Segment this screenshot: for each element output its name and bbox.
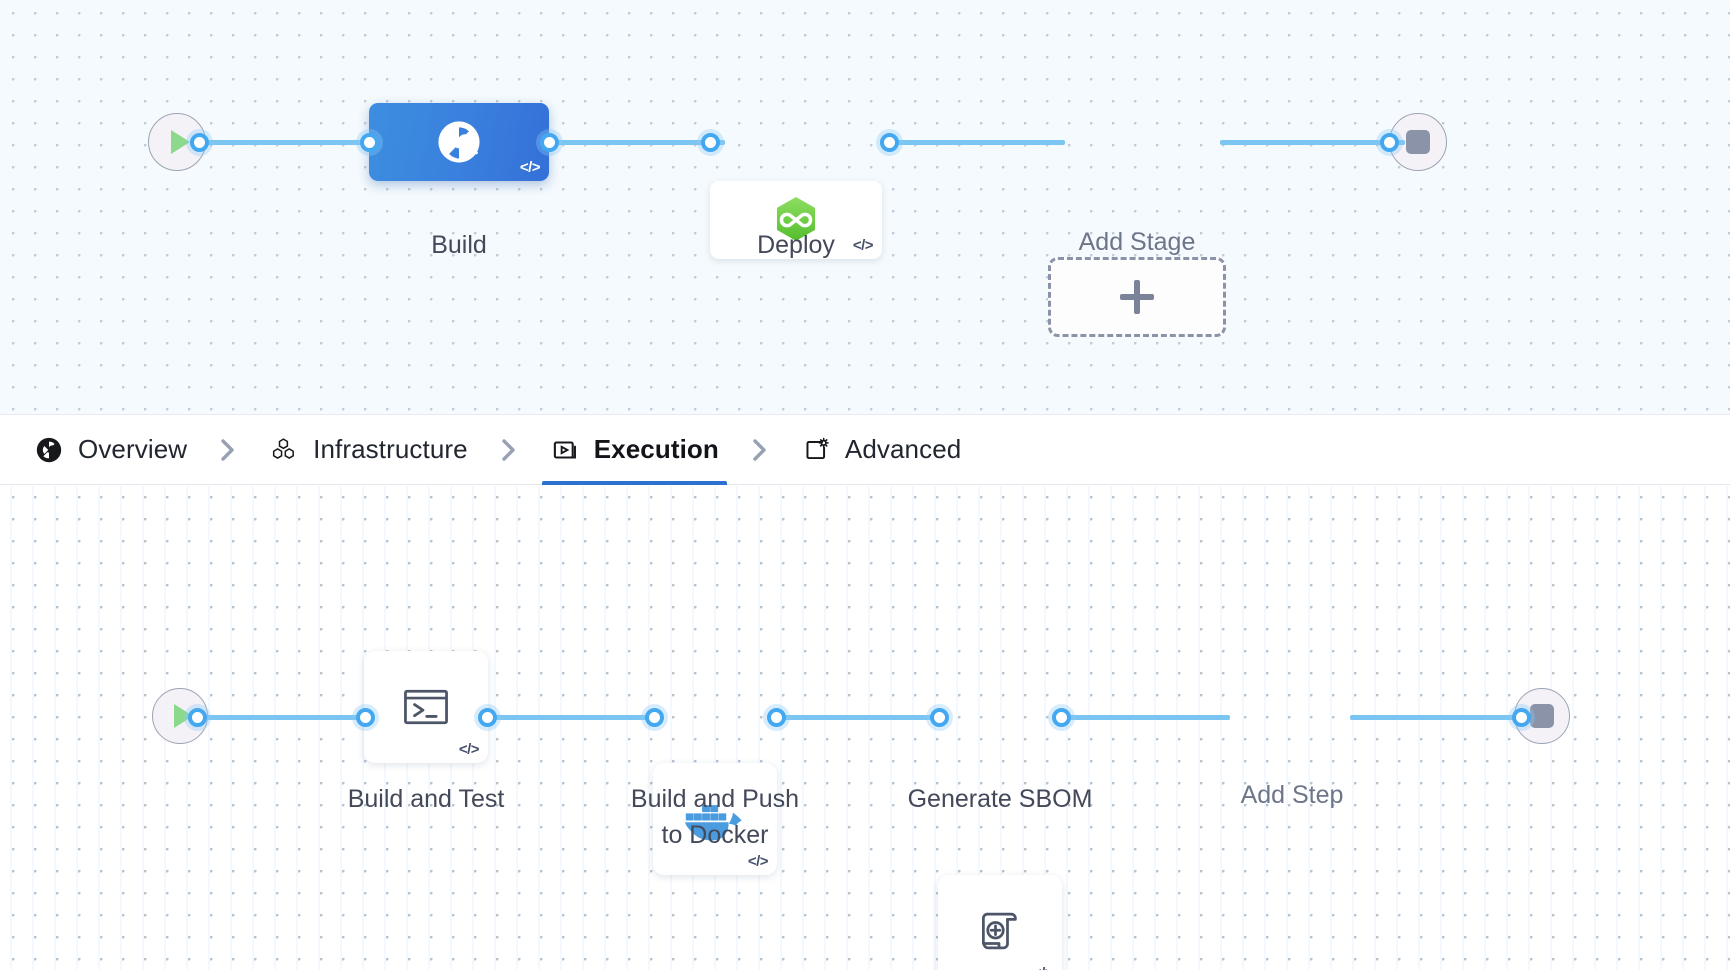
step-code-badge-2: </> — [747, 853, 769, 870]
play-box-icon — [553, 440, 576, 459]
step-port-2-in[interactable] — [645, 708, 664, 727]
step-link-2-3 — [770, 715, 942, 720]
chevron-right-icon — [221, 438, 234, 461]
plus-icon — [1120, 280, 1154, 314]
stage-config-tabs: Overview Infrastructure — [0, 415, 1730, 485]
step-label-build-and-test: Build and Test — [347, 785, 505, 813]
stage-port-end-in[interactable] — [1380, 133, 1399, 152]
stage-port-build-out[interactable] — [540, 133, 559, 152]
stage-canvas[interactable]: </> Build </> Deploy Add Stage — [0, 0, 1730, 415]
play-icon — [173, 704, 193, 728]
tab-infrastructure[interactable]: Infrastructure — [265, 415, 472, 485]
step-link-3-add — [1055, 715, 1230, 720]
stage-port-start-out[interactable] — [190, 133, 209, 152]
step-node-build-and-push-to-docker[interactable]: </> — [653, 763, 777, 875]
step-link-add-end — [1350, 715, 1518, 720]
step-port-3-in[interactable] — [930, 708, 949, 727]
stage-node-deploy[interactable]: </> — [710, 181, 882, 259]
scroll-plus-icon — [982, 912, 1017, 950]
step-label-generate-sbom: Generate SBOM — [907, 785, 1093, 813]
stage-port-deploy-in[interactable] — [701, 133, 720, 152]
tab-execution-label: Execution — [593, 434, 719, 464]
stage-code-badge-deploy: </> — [852, 237, 874, 254]
step-port-end-in[interactable] — [1512, 708, 1531, 727]
tab-infrastructure-label: Infrastructure — [313, 434, 468, 464]
stage-label-build: Build — [431, 231, 487, 259]
chevron-right-icon — [502, 438, 515, 461]
stage-port-build-in[interactable] — [360, 133, 379, 152]
add-stage-label: Add Stage — [1078, 228, 1196, 256]
stage-link-deploy-addstage — [880, 140, 1065, 145]
step-link-1-2 — [487, 715, 657, 720]
step-port-2-out[interactable] — [767, 708, 786, 727]
add-stage-button[interactable] — [1048, 257, 1226, 337]
tab-execution[interactable]: Execution — [541, 415, 728, 485]
tab-overview-label: Overview — [78, 434, 188, 464]
box-gear-icon — [806, 437, 829, 459]
play-icon — [170, 130, 190, 154]
tab-separator-3 — [723, 434, 797, 466]
tab-advanced-label: Advanced — [844, 434, 962, 464]
step-port-1-out[interactable] — [478, 708, 497, 727]
step-port-1-in[interactable] — [356, 708, 375, 727]
hexagons-icon — [273, 437, 295, 459]
step-link-start-1 — [188, 715, 373, 720]
step-port-3-out[interactable] — [1052, 708, 1071, 727]
step-label-build-and-push-to-docker: Build and Push to Docker — [630, 785, 800, 849]
docker-whale-icon — [685, 805, 742, 841]
stage-code-badge-build: </> — [519, 159, 541, 176]
stage-end-node[interactable] — [1389, 113, 1447, 171]
stage-link-build-deploy — [540, 140, 725, 145]
execution-steps-canvas[interactable]: </> Build and Test </> — [0, 486, 1730, 970]
step-port-start-out[interactable] — [188, 708, 207, 727]
terminal-icon — [404, 689, 448, 725]
stage-label-deploy: Deploy — [757, 231, 835, 259]
harness-cd-hexagon-icon — [776, 196, 816, 241]
tab-advanced[interactable]: Advanced — [797, 415, 965, 485]
step-code-badge-1: </> — [458, 741, 480, 758]
overview-pie-icon — [36, 437, 62, 462]
tab-overview[interactable]: Overview — [30, 415, 191, 485]
add-step-label: Add Step — [1240, 781, 1344, 809]
stage-node-build[interactable]: </> — [369, 103, 549, 181]
stop-icon — [1406, 130, 1430, 154]
tab-separator-2 — [472, 434, 546, 466]
chevron-right-icon — [753, 438, 766, 461]
step-node-build-and-test[interactable]: </> — [364, 651, 488, 763]
stage-link-start-build — [190, 140, 375, 145]
stage-link-addstage-end — [1220, 140, 1405, 145]
stop-icon — [1530, 704, 1554, 728]
step-node-generate-sbom[interactable]: </> — [938, 875, 1062, 970]
step-code-badge-3: </> — [1033, 965, 1054, 970]
stage-port-deploy-out[interactable] — [880, 133, 899, 152]
tab-separator-1 — [191, 434, 265, 466]
harness-ci-icon — [438, 121, 480, 163]
